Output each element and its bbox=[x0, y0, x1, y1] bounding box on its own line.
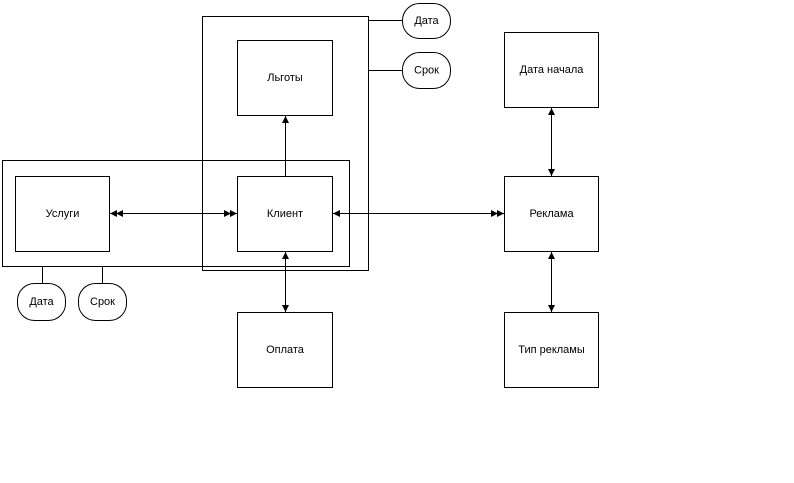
entity-reklama: Реклама bbox=[504, 176, 599, 252]
entity-uslugi: Услуги bbox=[15, 176, 110, 252]
entity-oplata-label: Оплата bbox=[266, 344, 305, 356]
arrow-up-klient bbox=[282, 252, 289, 259]
arrow-up-reklama bbox=[548, 252, 555, 259]
attr-top-srok: Срок bbox=[402, 52, 451, 89]
arrowheads bbox=[110, 108, 555, 312]
entity-lgoty-label: Льготы bbox=[267, 72, 303, 84]
entity-data-nachala: Дата начала bbox=[504, 32, 599, 108]
arrow-right-klient-1 bbox=[230, 210, 237, 217]
attr-bottom-data-label: Дата bbox=[29, 296, 54, 308]
arrow-up-datanachala bbox=[548, 108, 555, 115]
entity-tip-reklamy-label: Тип рекламы bbox=[518, 344, 585, 356]
arrow-left-uslugi-1 bbox=[110, 210, 117, 217]
entity-klient-label: Клиент bbox=[267, 208, 303, 220]
arrow-down-tip bbox=[548, 305, 555, 312]
entity-oplata: Оплата bbox=[237, 312, 333, 388]
entity-tip-reklamy: Тип рекламы bbox=[504, 312, 599, 388]
attr-bottom-srok: Срок bbox=[78, 283, 127, 321]
attr-bottom-srok-label: Срок bbox=[90, 296, 115, 308]
attr-bottom-data: Дата bbox=[17, 283, 66, 321]
arrow-down-oplata bbox=[282, 305, 289, 312]
arrow-right-klient-2 bbox=[224, 210, 231, 217]
arrow-right-reklama-2 bbox=[491, 210, 498, 217]
arrow-left-klient bbox=[333, 210, 340, 217]
entity-reklama-label: Реклама bbox=[529, 208, 574, 220]
arrow-left-uslugi-2 bbox=[116, 210, 123, 217]
attr-top-srok-label: Срок bbox=[414, 65, 439, 77]
entity-uslugi-label: Услуги bbox=[46, 208, 80, 220]
attr-top-data: Дата bbox=[402, 3, 451, 39]
entity-data-nachala-label: Дата начала bbox=[520, 64, 585, 76]
arrow-up-lgoty bbox=[282, 116, 289, 123]
attr-top-data-label: Дата bbox=[414, 15, 439, 27]
arrow-right-reklama-1 bbox=[497, 210, 504, 217]
entity-klient: Клиент bbox=[237, 176, 333, 252]
entity-lgoty: Льготы bbox=[237, 40, 333, 116]
arrow-down-reklama bbox=[548, 169, 555, 176]
